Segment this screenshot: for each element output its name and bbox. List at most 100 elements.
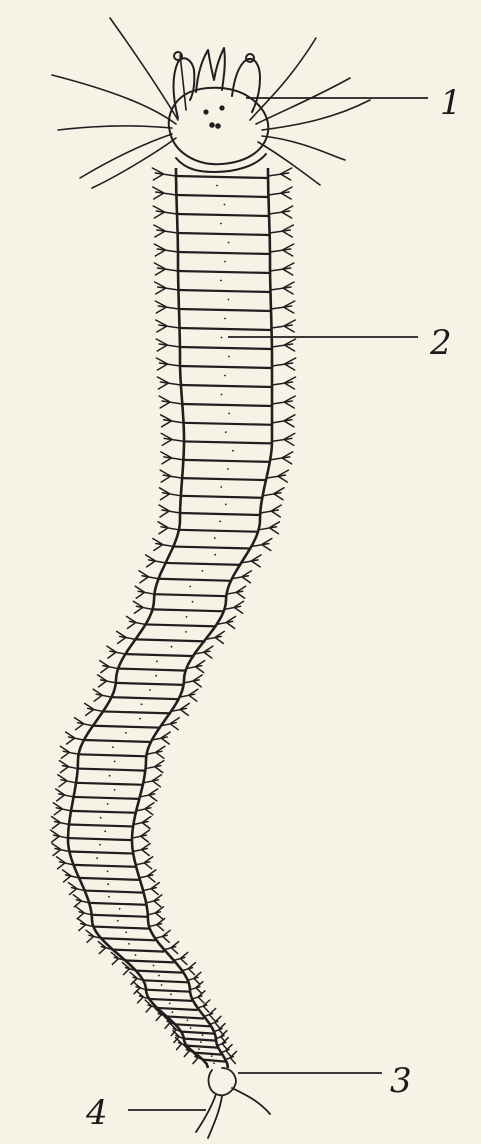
body-segment — [181, 1032, 214, 1034]
body-stipple — [117, 920, 119, 922]
body-segment — [180, 328, 272, 330]
body-stipple — [221, 394, 223, 396]
body-segment — [149, 999, 192, 1001]
body-segment — [203, 1060, 226, 1062]
body-stipple — [172, 1011, 174, 1013]
parapodium-right — [260, 505, 281, 517]
body-stipple — [99, 844, 101, 846]
body-stipple — [220, 280, 222, 282]
parapodium-left — [52, 844, 69, 856]
body-stipple — [107, 871, 109, 873]
body-stipple — [216, 185, 218, 187]
body-stipple — [211, 1055, 213, 1057]
body-stipple — [135, 954, 137, 956]
parapodium-right — [272, 339, 296, 351]
parapodium-left — [161, 433, 184, 445]
body-stipple — [107, 803, 109, 805]
parapodium-left — [155, 282, 179, 294]
body-stipple — [224, 375, 226, 377]
body-segment — [173, 547, 251, 549]
parapodium-right — [272, 415, 295, 427]
body-segment — [113, 950, 164, 952]
body-segment — [178, 252, 270, 254]
parapodium-right — [270, 244, 294, 256]
parapodium-left — [161, 452, 184, 464]
parapodium-left — [154, 225, 178, 237]
parapodium-left — [156, 320, 180, 332]
body-stipple — [228, 413, 230, 415]
body-segment — [183, 460, 270, 462]
parapodium-right — [143, 775, 161, 787]
body-segment — [179, 309, 271, 311]
body-stipple — [109, 775, 111, 777]
parapodium-right — [149, 919, 165, 931]
parapodium-right — [268, 187, 292, 199]
body-segment — [176, 176, 268, 178]
parapodium-left — [160, 470, 182, 482]
parapodium-left — [153, 206, 177, 218]
body-segment — [125, 654, 194, 656]
body-segment — [69, 851, 133, 853]
body-stipple — [224, 261, 226, 263]
body-stipple — [114, 789, 116, 791]
body-stipple — [185, 631, 187, 633]
body-stipple — [186, 616, 188, 618]
parapodium-right — [184, 675, 202, 687]
body-stipple — [228, 299, 230, 301]
body-stipple — [228, 242, 230, 244]
body-segment — [101, 938, 155, 940]
body-segment — [79, 754, 147, 756]
body-stipple — [214, 554, 216, 556]
parapodium-right — [270, 225, 294, 237]
parapodium-left — [51, 830, 68, 842]
label-3: 3 — [390, 1061, 412, 1101]
parapodium-right — [136, 857, 153, 869]
parapodium-right — [270, 452, 293, 464]
body-stipple — [141, 703, 143, 705]
body-segment — [78, 769, 146, 771]
body-stipple — [170, 993, 172, 995]
body-stipple — [100, 817, 102, 819]
body-segment — [179, 530, 259, 532]
body-segment — [68, 838, 132, 840]
body-segment — [89, 903, 146, 905]
body-segment — [71, 811, 136, 813]
parapodium-left — [153, 539, 174, 551]
body-segment — [187, 1046, 218, 1048]
body-segment — [76, 783, 143, 785]
parapodium-right — [272, 358, 296, 370]
body-stipple — [192, 601, 194, 603]
body-stipple — [202, 570, 204, 572]
parapodium-right — [272, 433, 295, 445]
parapodium-right — [271, 301, 295, 313]
body-stipple — [125, 932, 127, 934]
body-stipple — [107, 883, 109, 885]
body-stipple — [213, 1062, 215, 1064]
parapodium-left — [158, 522, 179, 534]
body-segment — [159, 579, 232, 581]
body-stipple — [171, 646, 173, 648]
body-segment — [116, 683, 184, 685]
body-stipple — [112, 746, 114, 748]
body-segment — [146, 624, 217, 626]
body-segment — [136, 971, 182, 973]
parapodium-left — [52, 817, 70, 829]
body-segment — [79, 878, 139, 880]
parapodium-right — [263, 488, 284, 500]
parapodium-left — [154, 244, 178, 256]
parapodium-left — [146, 555, 166, 567]
body-segment — [84, 740, 152, 742]
body-stipple — [149, 689, 151, 691]
body-segment — [112, 697, 180, 699]
body-stipple — [108, 896, 110, 898]
body-stipple — [96, 857, 98, 859]
parapodium-left — [135, 586, 154, 598]
body-stipple — [228, 356, 230, 358]
body-segment — [184, 1039, 216, 1041]
parapodium-left — [155, 301, 179, 313]
parapodium-right — [132, 830, 149, 842]
body-segment — [136, 639, 206, 641]
parapodium-left — [156, 339, 180, 351]
body-segment — [178, 233, 270, 235]
